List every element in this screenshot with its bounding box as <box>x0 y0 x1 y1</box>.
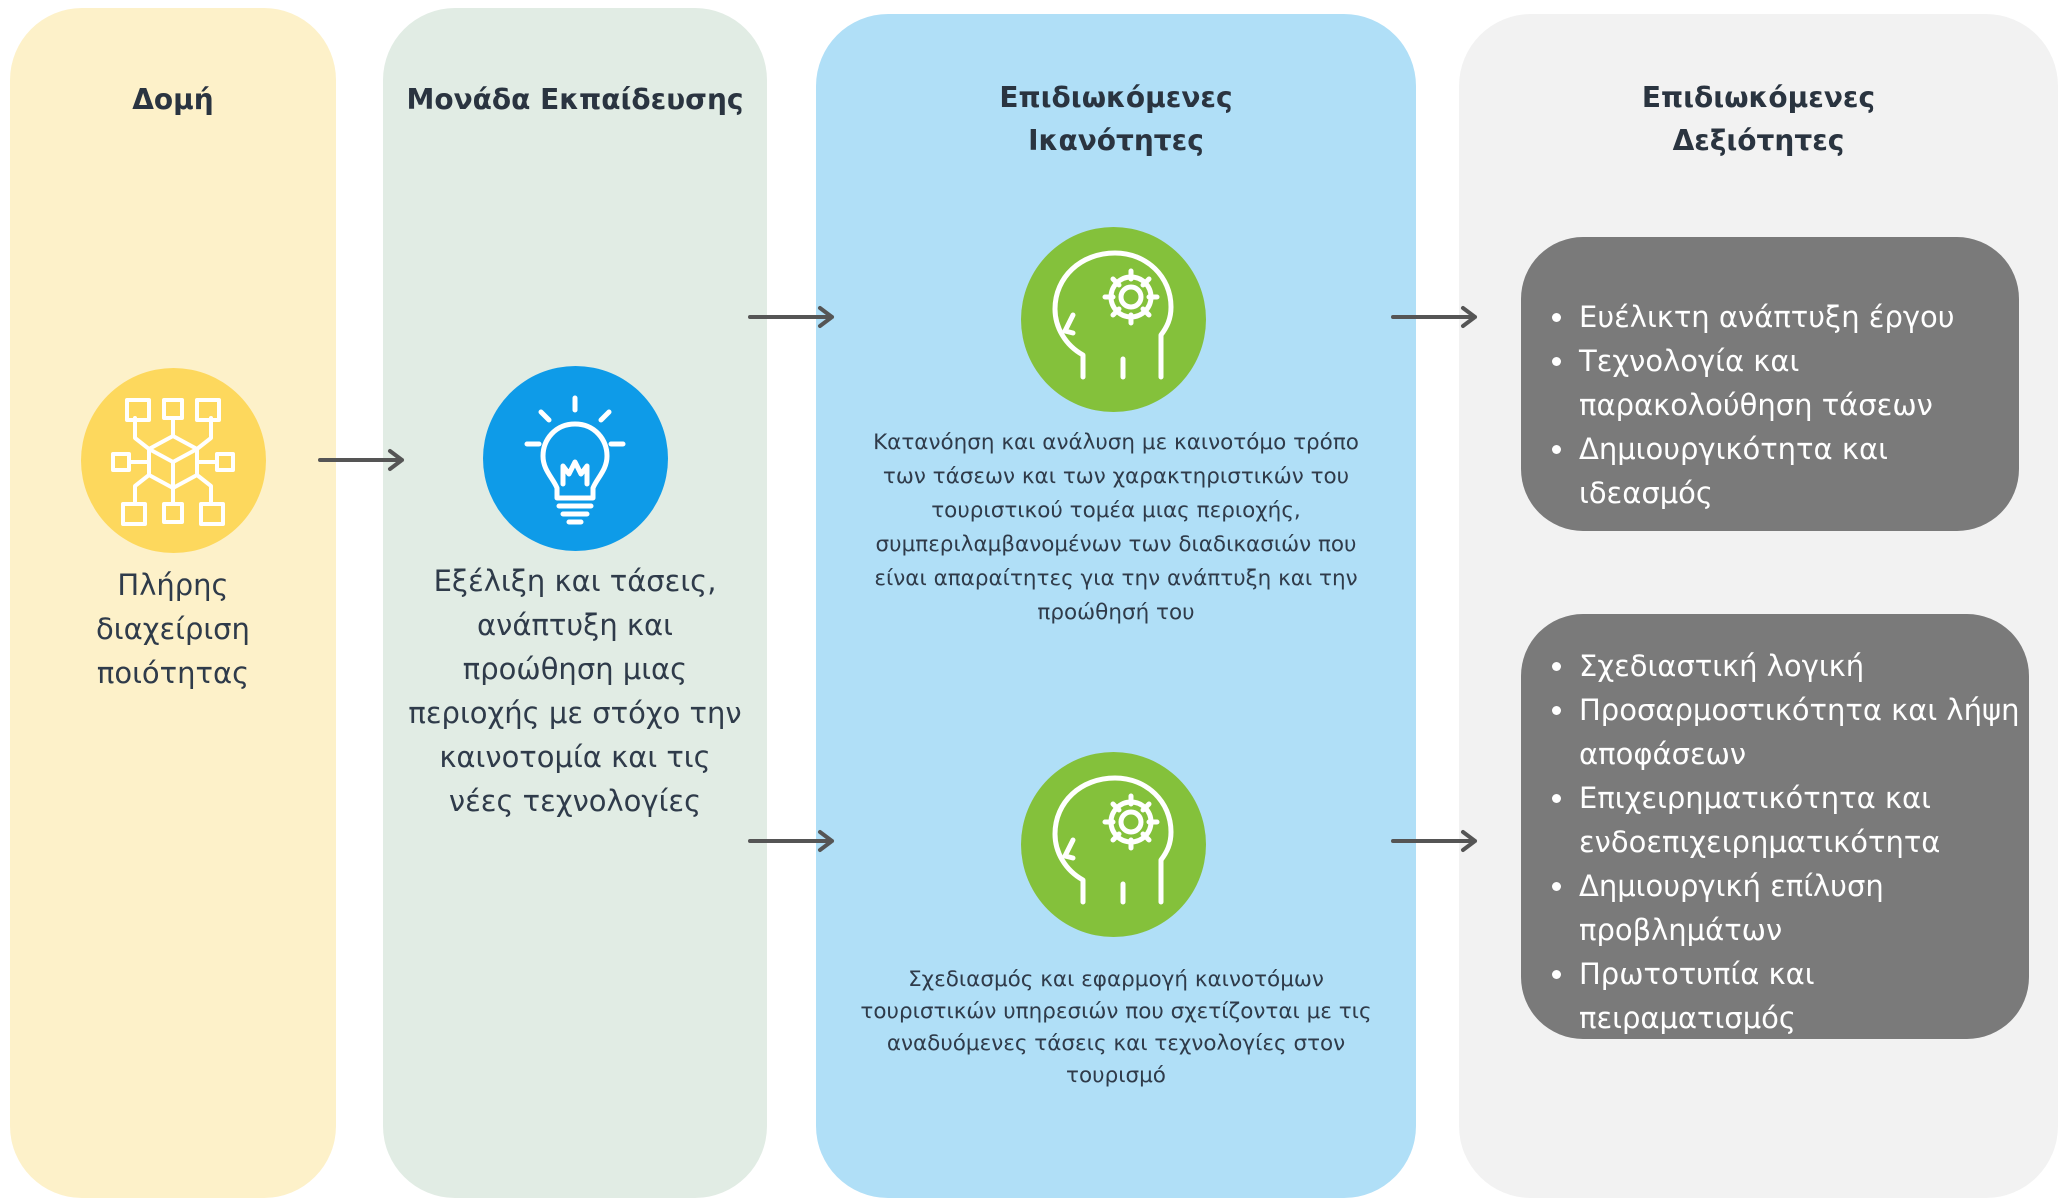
list-item: Επιχειρηματικότητα και ενδοεπιχειρηματικ… <box>1577 776 2029 864</box>
competences-title: Επιδιωκόμενες Ικανότητες <box>816 76 1416 162</box>
head-gear-icon <box>1052 775 1174 905</box>
competence-2-icon-circle <box>1021 752 1206 937</box>
arrow-unit-to-competence-2 <box>748 830 834 852</box>
skills-list-2: Σχεδιαστική λογική Προσαρμοστικότητα και… <box>1521 644 2029 1040</box>
arrow-competence-1-to-skills <box>1391 306 1477 328</box>
list-item: Ευέλικτη ανάπτυξη έργου <box>1577 295 2019 339</box>
arrow-unit-to-competence-1 <box>748 306 834 328</box>
skills-list-1: Ευέλικτη ανάπτυξη έργου Τεχνολογία και π… <box>1521 295 2019 515</box>
competence-1-text: Κατανόηση και ανάλυση με καινοτόμο τρόπο… <box>873 430 1359 625</box>
column-competences: Επιδιωκόμενες Ικανότητες Κατανόηση και α… <box>816 14 1416 1198</box>
arrow-competence-2-to-skills <box>1391 830 1477 852</box>
lightbulb-icon <box>524 395 626 525</box>
skills-title: Επιδιωκόμενες Δεξιότητες <box>1459 76 2058 162</box>
list-item: Τεχνολογία και παρακολούθηση τάσεων <box>1577 339 2019 427</box>
skills-box-2: Σχεδιαστική λογική Προσαρμοστικότητα και… <box>1521 614 2029 1039</box>
column-structure: Δομή Πλήρης διαχείριση ποιότητας <box>10 8 336 1198</box>
competence-2-text: Σχεδιασμός και εφαρμογή καινοτόμων τουρι… <box>860 967 1372 1088</box>
list-item: Πρωτοτυπία και πειραματισμός <box>1577 952 2029 1040</box>
structure-icon-circle <box>81 368 266 553</box>
column-training-unit: Μονάδα Εκπαίδευσης Εξέλιξη και τάσεις, α… <box>383 8 767 1198</box>
list-item: Δημιουργικότητα και ιδεασμός <box>1577 427 2019 515</box>
list-item: Σχεδιαστική λογική <box>1577 644 2029 688</box>
skills-title-line1: Επιδιωκόμενες <box>1641 81 1876 114</box>
competences-title-line2: Ικανότητες <box>1028 124 1204 157</box>
structure-title: Δομή <box>132 83 214 116</box>
head-gear-icon <box>1052 250 1174 380</box>
unit-title: Μονάδα Εκπαίδευσης <box>406 83 744 116</box>
structure-text: Πλήρης διαχείριση ποιότητας <box>96 568 250 690</box>
skills-title-line2: Δεξιότητες <box>1672 124 1845 157</box>
list-item: Δημιουργική επίλυση προβλημάτων <box>1577 864 2029 952</box>
list-item: Προσαρμοστικότητα και λήψη αποφάσεων <box>1577 688 2029 776</box>
competences-title-line1: Επιδιωκόμενες <box>999 81 1233 114</box>
network-cube-icon <box>111 398 235 526</box>
unit-text: Εξέλιξη και τάσεις, ανάπτυξη και προώθησ… <box>408 564 742 818</box>
arrow-structure-to-unit <box>318 449 404 471</box>
skills-box-1: Ευέλικτη ανάπτυξη έργου Τεχνολογία και π… <box>1521 237 2019 531</box>
competence-1-icon-circle <box>1021 227 1206 412</box>
unit-icon-circle <box>483 366 668 551</box>
